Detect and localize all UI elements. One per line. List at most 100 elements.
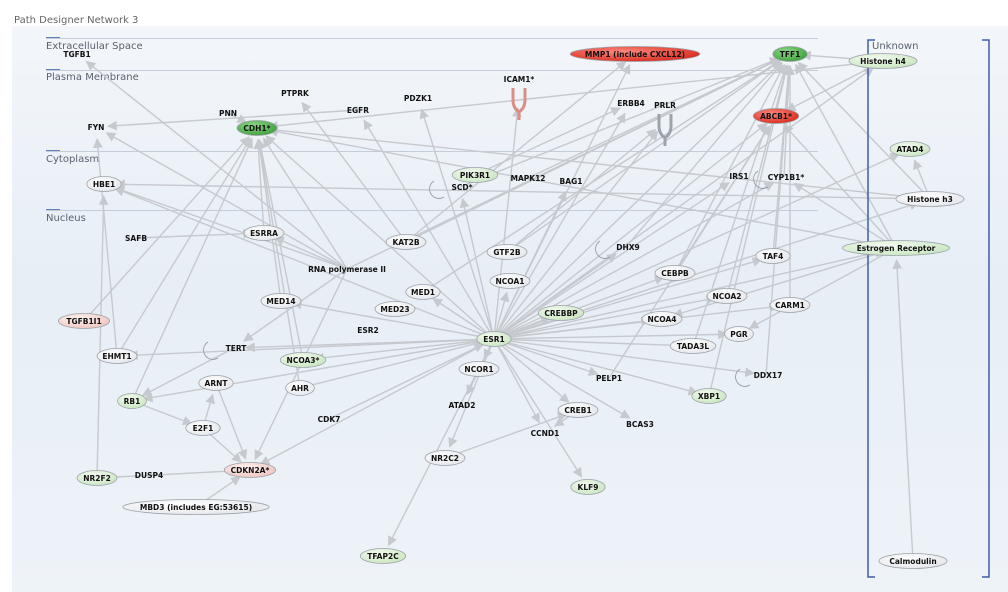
edge-estrogen_receptor-cyp1b1 <box>793 182 897 249</box>
node-fyn[interactable]: FYN <box>88 123 105 132</box>
node-shape <box>889 141 931 157</box>
node-esr2[interactable]: ESR2 <box>357 326 379 335</box>
node-med14[interactable]: MED14 <box>260 293 302 309</box>
node-prlr[interactable]: PRLR <box>654 101 676 146</box>
node-ncoa4[interactable]: NCOA4 <box>641 311 683 327</box>
network-canvas[interactable]: Extracellular Space Plasma Membrane Cyto… <box>12 26 1008 592</box>
node-label: XBP1 <box>698 392 720 401</box>
node-bcas3[interactable]: BCAS3 <box>626 420 654 429</box>
edge-tgfb1i1-cdh1 <box>83 136 250 322</box>
node-mapk12[interactable]: MAPK12 <box>510 174 545 183</box>
node-pdzk1[interactable]: PDZK1 <box>404 94 432 103</box>
node-abcb1[interactable]: ABCB1* <box>752 108 800 124</box>
node-cebpb[interactable]: CEBPB <box>654 265 696 281</box>
node-tfap2c[interactable]: TFAP2C <box>359 548 407 564</box>
node-esrra[interactable]: ESRRA <box>243 225 285 241</box>
node-dhx9[interactable]: DHX9 <box>595 240 640 259</box>
node-pik3r1[interactable]: PIK3R1 <box>451 167 499 183</box>
node-tgfb1i1[interactable]: TGFB1I1 <box>57 313 111 329</box>
node-ddx17[interactable]: DDX17 <box>735 368 783 387</box>
node-taf4[interactable]: TAF4 <box>755 248 791 264</box>
node-cdk7[interactable]: CDK7 <box>318 415 341 424</box>
node-calmodulin[interactable]: Calmodulin <box>878 553 948 569</box>
node-atad2[interactable]: ATAD2 <box>448 401 475 410</box>
node-ncoa2[interactable]: NCOA2 <box>706 288 748 304</box>
node-creb1[interactable]: CREB1 <box>557 402 599 418</box>
node-ncor1[interactable]: NCOR1 <box>458 361 500 377</box>
node-tert[interactable]: TERT <box>203 341 248 360</box>
node-xbp1[interactable]: XBP1 <box>691 388 727 404</box>
node-med1[interactable]: MED1 <box>405 284 441 300</box>
node-shape <box>724 326 754 342</box>
node-shape <box>279 352 327 368</box>
node-tff1[interactable]: TFF1 <box>772 46 808 62</box>
node-tgfb1[interactable]: TGFB1 <box>63 50 90 59</box>
node-esr1[interactable]: ESR1 <box>476 331 512 347</box>
layer-nucleus: Nucleus <box>46 213 86 224</box>
node-ptprk[interactable]: PTPRK <box>281 89 310 98</box>
node-rna-pol-ii[interactable]: RNA polymerase II <box>308 265 386 274</box>
node-shape <box>570 479 606 495</box>
node-egfr[interactable]: EGFR <box>347 106 369 115</box>
edge-estrogen_receptor-pgr <box>748 247 897 329</box>
node-icam1[interactable]: ICAM1* <box>504 75 535 120</box>
node-med23[interactable]: MED23 <box>374 301 416 317</box>
node-shape <box>405 284 441 300</box>
edge-esr1-cyp1b1 <box>493 182 775 340</box>
node-histone-h3[interactable]: Histone h3 <box>895 191 965 207</box>
node-shape <box>769 297 811 313</box>
node-pnn[interactable]: PNN <box>219 109 237 118</box>
node-dusp4[interactable]: DUSP4 <box>135 471 163 480</box>
node-erbb4[interactable]: ERBB4 <box>617 99 645 108</box>
node-carm1[interactable]: CARM1 <box>769 297 811 313</box>
node-cyp1b1[interactable]: CYP1B1* <box>753 170 805 189</box>
node-arnt[interactable]: ARNT <box>198 375 234 391</box>
receptor-shape <box>657 114 673 146</box>
node-gtf2b[interactable]: GTF2B <box>486 244 528 260</box>
node-crebbp[interactable]: CREBBP <box>537 305 585 321</box>
node-ccnd1[interactable]: CCND1 <box>531 429 560 438</box>
edge-scd-tff1 <box>459 57 780 188</box>
node-bag1[interactable]: BAG1 <box>560 177 583 186</box>
node-tada3l[interactable]: TADA3L <box>669 338 717 354</box>
edge-esr1-cdkn2a <box>259 338 495 465</box>
node-histone-h4[interactable]: Histone h4 <box>848 53 918 69</box>
node-nr2f2[interactable]: NR2F2 <box>76 470 118 486</box>
node-mbd3[interactable]: MBD3 (includes EG:53615) <box>122 499 270 515</box>
node-label: ERBB4 <box>617 99 645 108</box>
node-ahr[interactable]: AHR <box>285 380 315 396</box>
node-irs1[interactable]: IRS1 <box>729 172 748 181</box>
node-kat2b[interactable]: KAT2B <box>385 234 427 250</box>
node-shape <box>374 301 416 317</box>
node-ncoa1[interactable]: NCOA1 <box>489 273 531 289</box>
edge-rna_pol_ii-fyn <box>105 132 348 270</box>
node-pelp1[interactable]: PELP1 <box>596 374 622 383</box>
node-safb[interactable]: SAFB <box>125 234 147 243</box>
edge-nr2f2-cdkn2a <box>96 466 239 479</box>
node-ehmt1[interactable]: EHMT1 <box>96 348 138 364</box>
node-hbe1[interactable]: HBE1 <box>86 176 122 192</box>
edge-esr1-bag1 <box>493 190 567 340</box>
node-label: NCOA1 <box>496 277 525 286</box>
layer-plasma-membrane: Plasma Membrane <box>46 72 139 83</box>
node-label: NCOA3* <box>287 356 320 365</box>
node-atad4[interactable]: ATAD4 <box>889 141 931 157</box>
node-pgr[interactable]: PGR <box>724 326 754 342</box>
edge-ahr-esr1 <box>299 339 484 389</box>
node-scd[interactable]: SCD* <box>429 180 473 199</box>
node-klf9[interactable]: KLF9 <box>570 479 606 495</box>
node-label: BAG1 <box>560 177 583 186</box>
node-estrogen-receptor[interactable]: Estrogen Receptor <box>842 240 950 256</box>
node-cdh1[interactable]: CDH1* <box>236 120 278 136</box>
node-ncoa3[interactable]: NCOA3* <box>279 352 327 368</box>
node-mmp1[interactable]: MMP1 (include CXCL12) <box>569 46 701 62</box>
node-rb1[interactable]: RB1 <box>117 393 147 409</box>
edge-safb-esrra <box>135 228 253 239</box>
node-nr2c2[interactable]: NR2C2 <box>424 450 466 466</box>
node-shape <box>772 46 808 62</box>
node-label: MMP1 (include CXCL12) <box>585 50 685 59</box>
node-label: Estrogen Receptor <box>857 244 936 253</box>
node-cdkn2a[interactable]: CDKN2A* <box>223 462 277 478</box>
node-e2f1[interactable]: E2F1 <box>185 420 221 436</box>
